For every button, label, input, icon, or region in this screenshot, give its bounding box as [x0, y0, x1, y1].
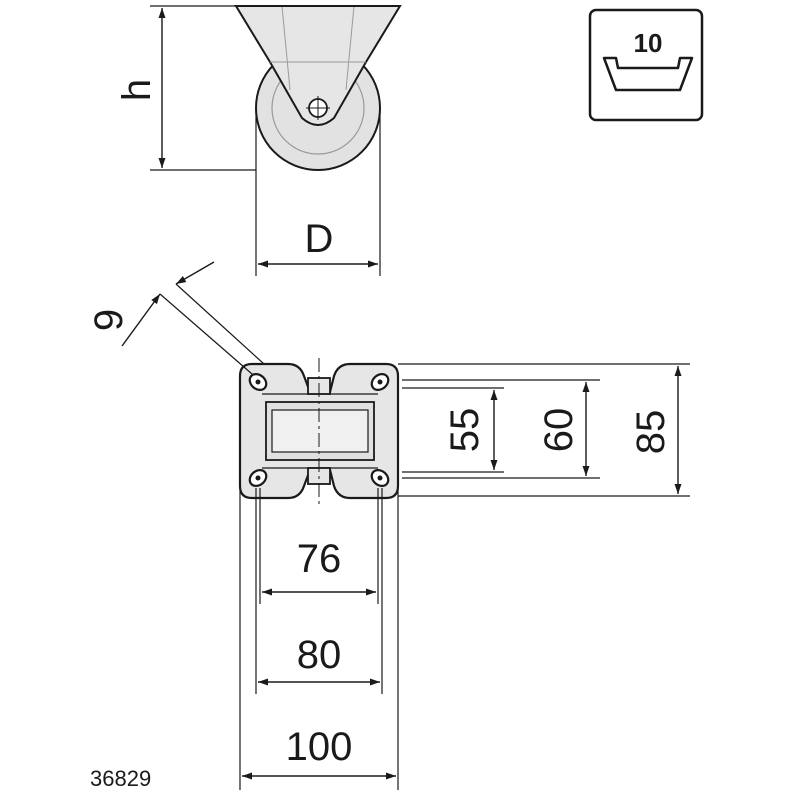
dimension-d: D: [255, 108, 381, 276]
mounting-hole: [248, 469, 268, 487]
dim-60-label: 60: [537, 408, 581, 453]
slot-profile-icon: [602, 56, 694, 92]
dimension-h: h: [115, 5, 256, 171]
dimension-55: 55: [443, 390, 498, 470]
caster-side-view: [234, 5, 402, 171]
dim-85-label: 85: [629, 410, 673, 455]
d-label: D: [305, 217, 334, 261]
mounting-hole: [370, 469, 390, 487]
dimension-100: 100: [242, 725, 396, 780]
slot-size-badge: 10: [588, 8, 704, 122]
dim-100-label: 100: [286, 725, 353, 769]
slot-size-value: 10: [634, 28, 663, 58]
badge-frame: [588, 8, 704, 122]
hole-dia-label: 9: [87, 309, 131, 331]
mounting-hole: [248, 373, 268, 391]
fork-bracket: [234, 5, 402, 126]
top-plate-view: [238, 358, 690, 504]
dimension-85: 85: [629, 366, 682, 494]
bottom-extension-lines: [239, 488, 399, 790]
dimension-80: 80: [258, 633, 380, 686]
mounting-hole: [370, 373, 390, 391]
dimension-hole-9: 9: [87, 261, 265, 375]
dim-80-label: 80: [297, 633, 342, 677]
dim-76-label: 76: [297, 537, 342, 581]
dimension-60: 60: [537, 382, 590, 476]
dim-55-label: 55: [443, 408, 487, 453]
h-label: h: [115, 79, 159, 101]
dimension-76: 76: [262, 537, 376, 596]
part-number: 36829: [90, 766, 151, 791]
